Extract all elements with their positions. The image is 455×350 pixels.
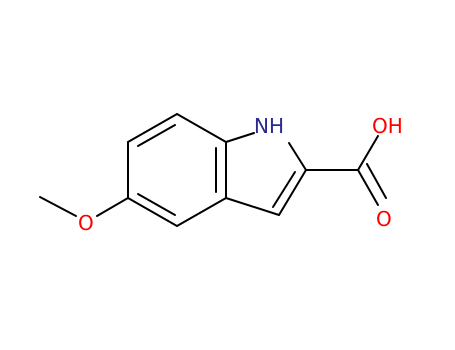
double-bond-c2-c3	[272, 171, 296, 208]
nh-label: NH	[254, 114, 284, 138]
carboxyl-group	[305, 135, 387, 206]
bond-c5-o	[96, 197, 129, 217]
bond-carboxyl-oh	[357, 135, 379, 171]
bond-c6-c7	[127, 113, 178, 143]
pyrrole-ring	[225, 132, 307, 216]
carbonyl-o-label: O	[376, 207, 392, 231]
double-bond-c6-c7	[137, 124, 176, 147]
bond-c3a-c4	[176, 197, 227, 227]
oh-label: OH	[372, 114, 403, 138]
double-bond-carboxyl-o	[366, 163, 387, 199]
benzene-ring	[127, 113, 227, 227]
bond-c7a-n	[225, 132, 255, 143]
bond-carboxyl-o	[357, 169, 379, 206]
bond-c2-c3	[278, 169, 307, 216]
bond-c3-c3a	[225, 197, 280, 216]
bond-c4-c5	[127, 197, 178, 227]
methoxy-group	[39, 196, 129, 217]
bond-n-c2	[288, 142, 307, 171]
double-bond-c4-c5	[137, 193, 176, 216]
bond-c7-c7a	[176, 113, 227, 143]
ether-o-label: O	[78, 211, 94, 235]
bond-o-ch3	[39, 196, 77, 217]
